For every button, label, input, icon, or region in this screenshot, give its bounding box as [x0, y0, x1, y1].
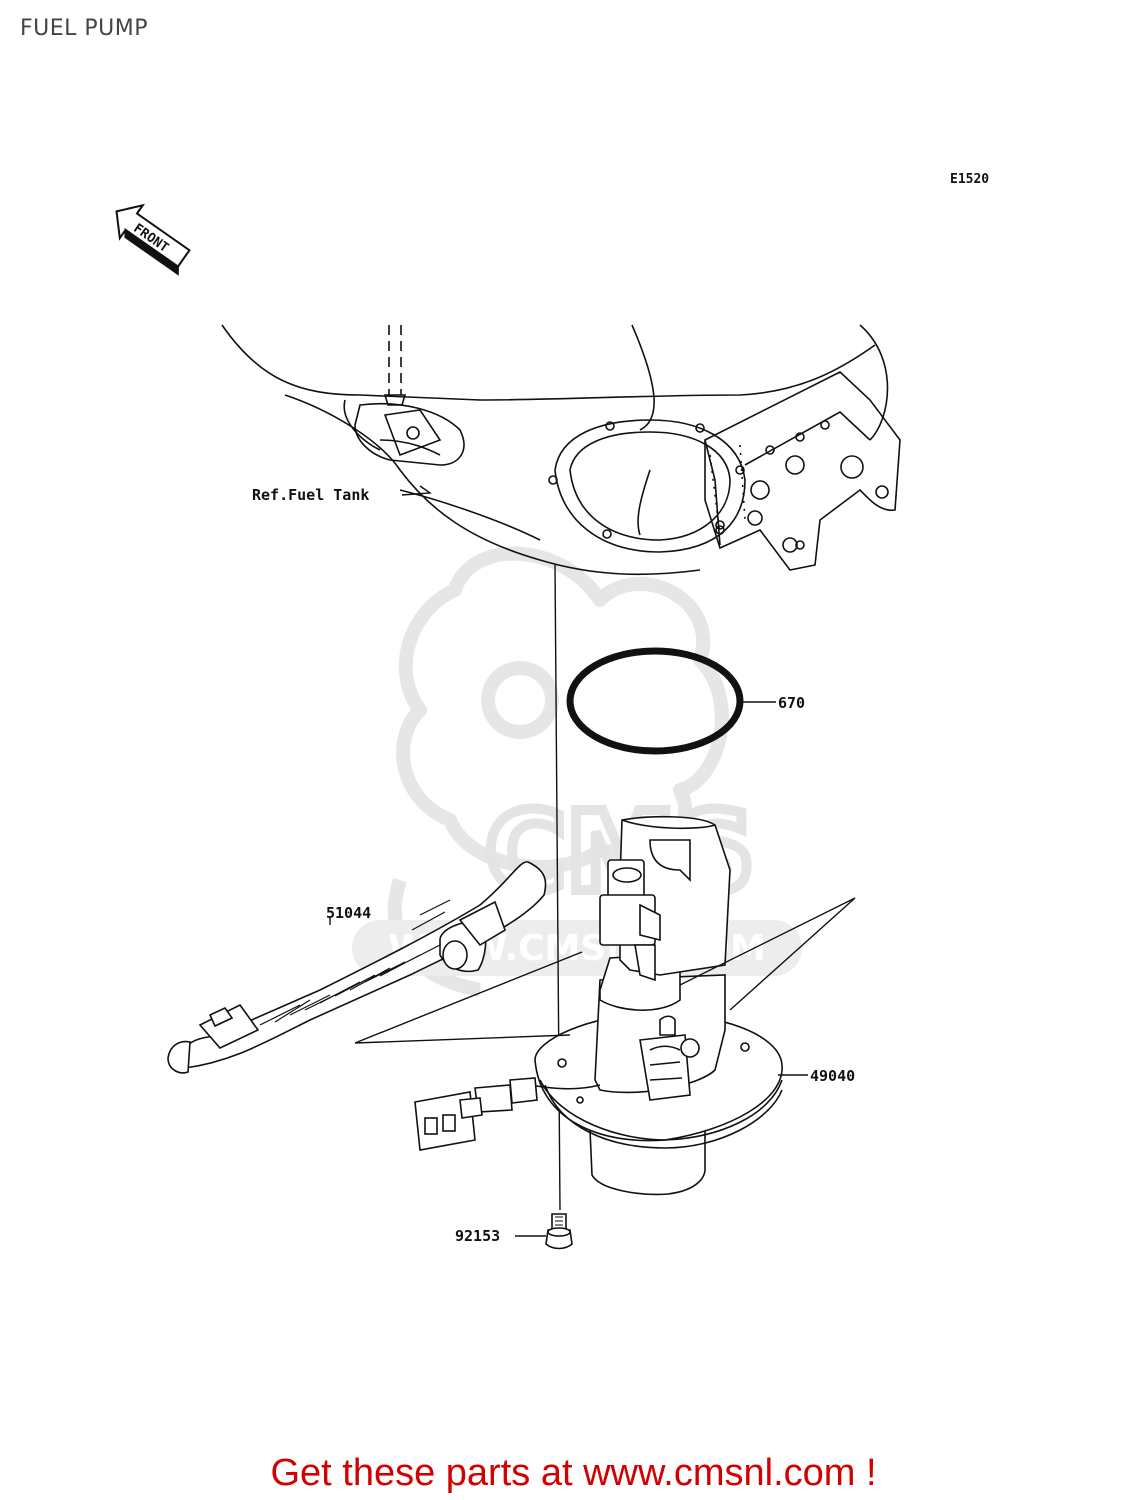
front-arrow-icon: FRONT: [115, 203, 191, 276]
footer-parts-link[interactable]: Get these parts at www.cmsnl.com !: [270, 1452, 877, 1494]
bolt-part: [545, 1213, 573, 1250]
o-ring-part: [566, 647, 744, 755]
projection-lines: [354, 897, 856, 1044]
diagram-code: E1520: [950, 172, 990, 187]
fuel-hose-part: [167, 861, 547, 1074]
fuel-pump-part: [414, 815, 783, 1196]
leader-lines: [329, 485, 808, 1237]
callout-fuel-hose: 51044: [326, 904, 372, 922]
page-title: FUEL PUMP: [20, 16, 149, 41]
callout-o-ring: 670: [778, 694, 806, 712]
callout-fuel-pump: 49040: [810, 1067, 856, 1085]
callout-bolt: 92153: [455, 1227, 501, 1245]
callout-fuel-tank-ref: Ref.Fuel Tank: [252, 486, 370, 504]
fuel-tank-outline: [221, 324, 901, 576]
